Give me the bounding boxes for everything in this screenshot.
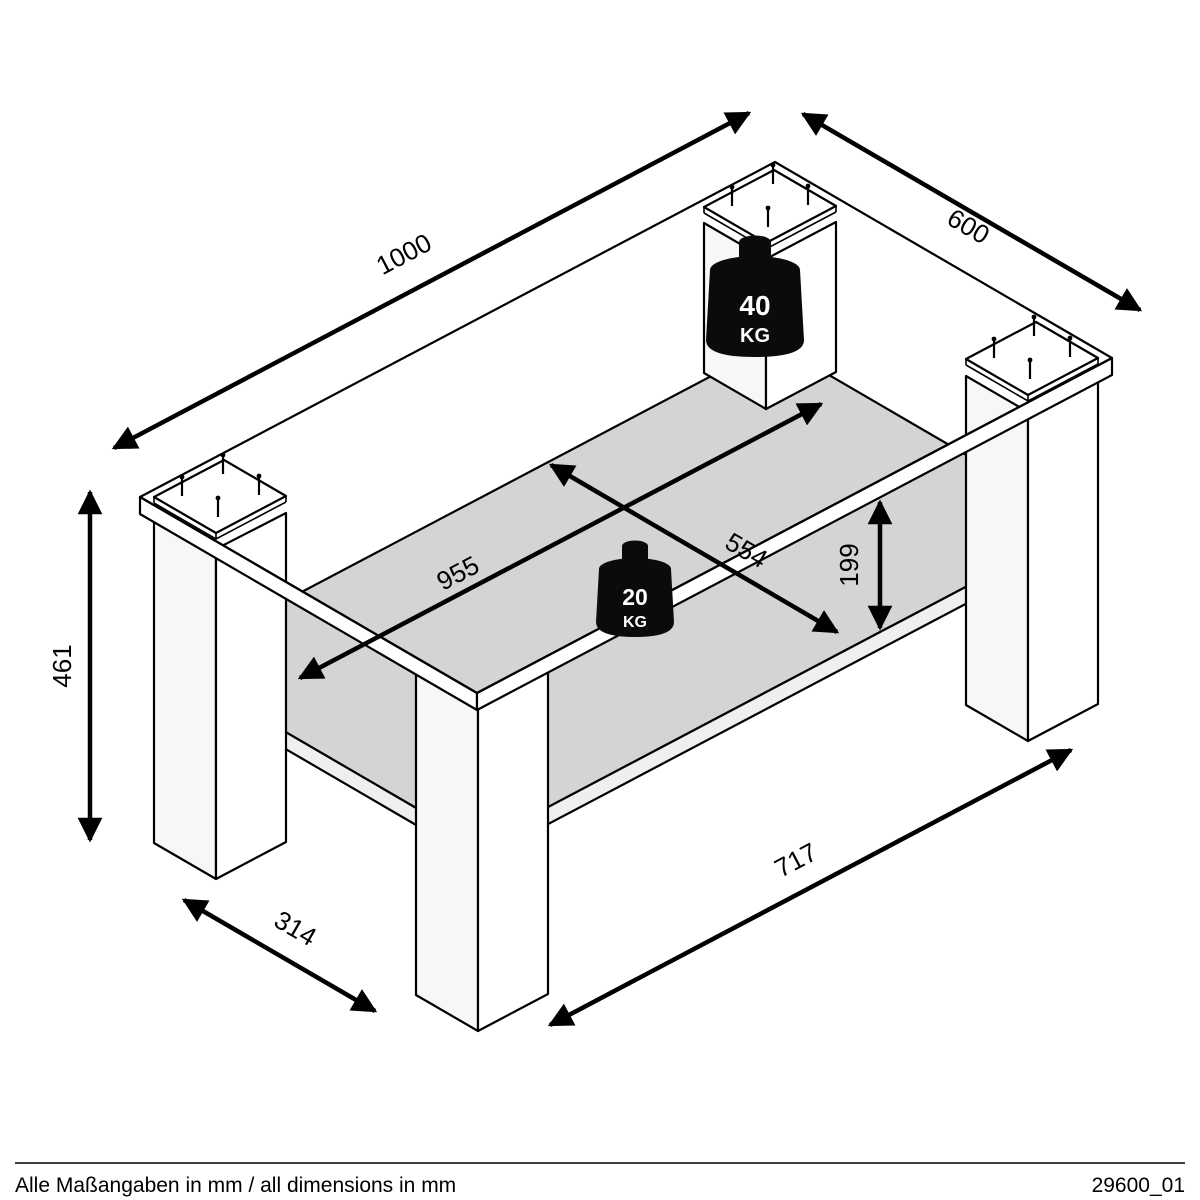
weight-20kg-value: 20 [622,584,648,610]
dim-shelf-gap-label: 199 [834,543,864,586]
footer: Alle Maßangaben in mm / all dimensions i… [15,1162,1185,1197]
dim-top-length: 1000 [111,111,752,450]
dim-height: 461 [47,489,103,843]
mounting-plate-right [964,314,1100,402]
dim-floor-depth: 314 [181,898,378,1013]
dim-height-label: 461 [47,644,77,687]
mounting-plate-left [152,452,288,540]
weight-40kg-unit: KG [740,325,770,347]
dim-floor-length-label: 717 [770,837,822,884]
screw-pins-left [179,452,262,517]
leg-front-left [152,511,288,881]
dim-top-depth-label: 600 [942,202,995,250]
weight-40kg-value: 40 [739,290,770,321]
dim-shelf-gap: 199 [834,499,893,631]
units-note: Alle Maßangaben in mm / all dimensions i… [15,1174,456,1197]
drawing-code: 29600_01 [1092,1174,1185,1197]
dim-floor-length: 717 [547,748,1074,1027]
leg-front [414,663,550,1033]
dim-top-length-label: 1000 [371,227,436,281]
weight-20kg-unit: KG [623,614,647,631]
dim-top-depth: 600 [800,112,1143,312]
leg-right [964,373,1100,743]
screw-pins-right [991,314,1073,379]
table-drawing: 40 KG 20 KG [138,160,1114,1033]
dim-floor-depth-label: 314 [269,904,322,952]
